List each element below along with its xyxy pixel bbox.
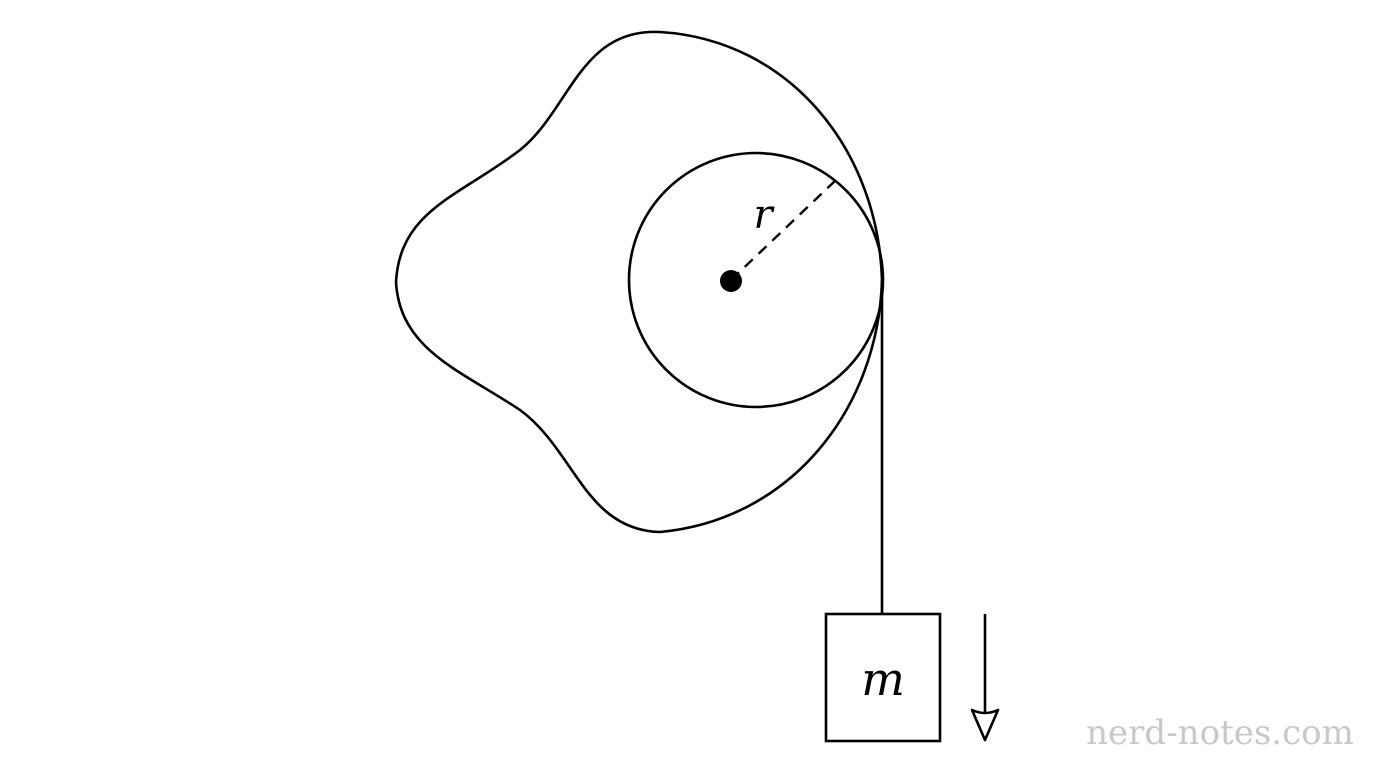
- hanging-mass-block: [824, 612, 942, 743]
- radius-label: r: [753, 192, 775, 238]
- watermark-text: nerd-notes.com: [1086, 713, 1354, 753]
- radius-dashed-line: [730, 179, 837, 281]
- mass-label: m: [861, 652, 905, 706]
- axle-point: [720, 270, 742, 292]
- downward-arrow-icon: [970, 614, 1000, 742]
- irregular-rigid-body: [394, 30, 884, 534]
